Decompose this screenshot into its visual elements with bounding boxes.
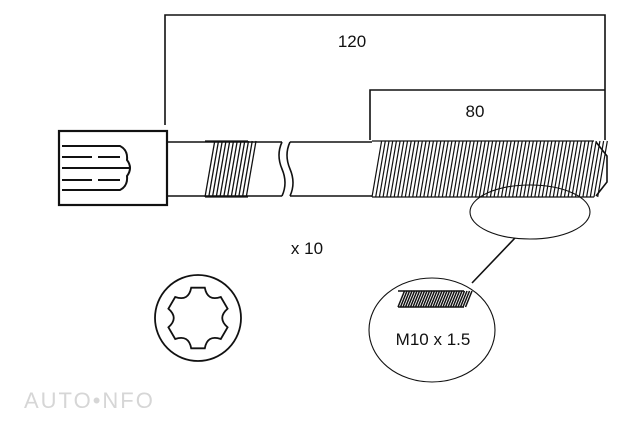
thread-lines: [204, 140, 257, 198]
dimension-label-thread: 80: [466, 102, 485, 121]
torx-head-side-icon: [62, 145, 131, 191]
detail-callout-ellipse: [469, 184, 591, 240]
dimension-line-thread: [369, 89, 605, 140]
torx-star-icon: [154, 274, 242, 362]
dimension-line-overall: [164, 14, 606, 140]
callout-leader-line: [471, 237, 516, 284]
quantity-label: x 10: [291, 239, 323, 258]
dimension-label-overall: 120: [338, 32, 366, 51]
thread-lines: [371, 140, 608, 198]
thread-detail-icon: [397, 290, 473, 308]
bolt-shank: [167, 141, 372, 197]
thread-detail-ellipse: [368, 277, 496, 383]
long-thread-section: [371, 140, 608, 198]
thread-lines: [397, 290, 473, 308]
thread-spec-label: M10 x 1.5: [396, 330, 471, 349]
watermark-logo: AUTO•NFO: [24, 388, 155, 413]
bolt-tip-chamfer: [595, 141, 608, 197]
bolt-head: [57, 129, 169, 207]
short-thread-section: [204, 140, 257, 198]
